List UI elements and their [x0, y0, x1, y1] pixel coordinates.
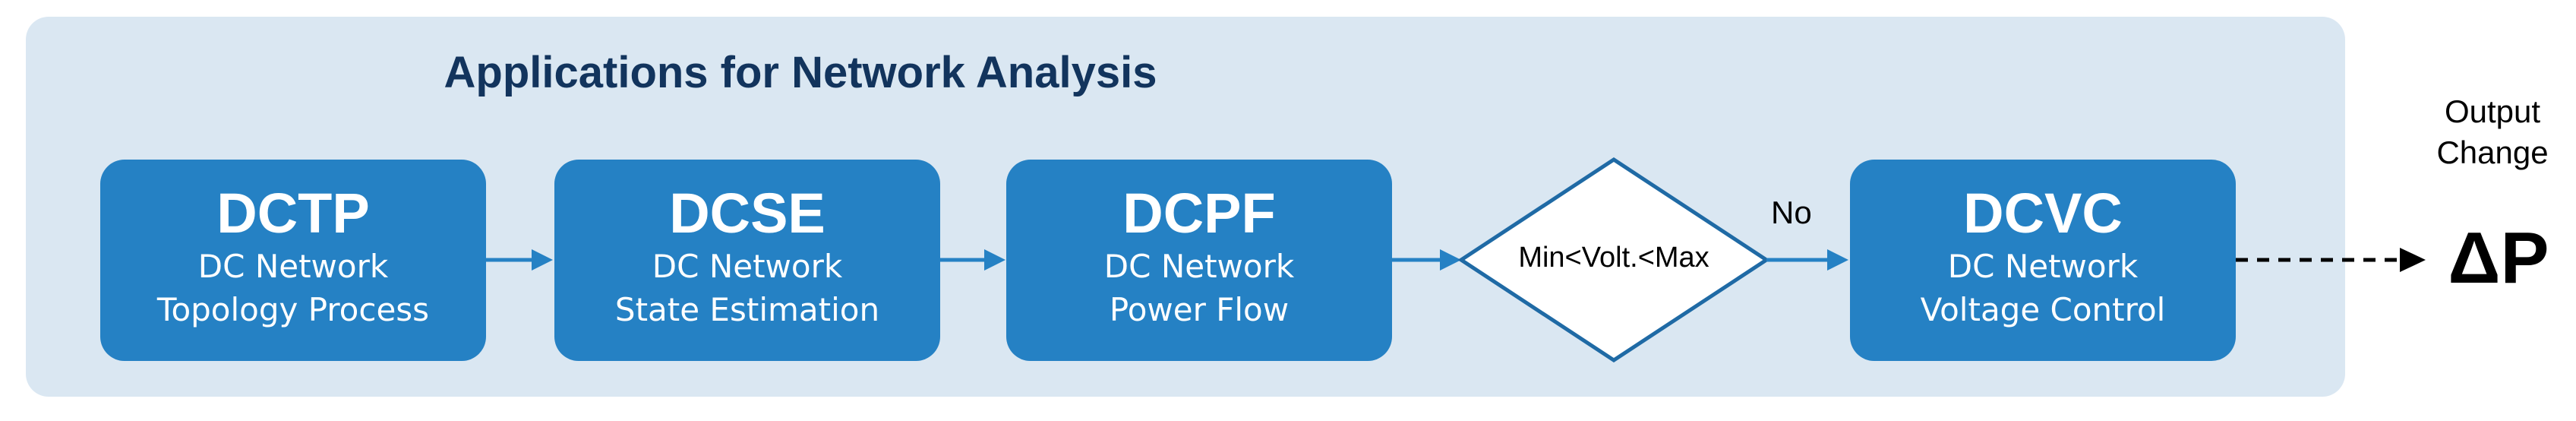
- dcvc-abbr: DCVC: [1963, 182, 2123, 245]
- dcpf-abbr: DCPF: [1122, 182, 1276, 245]
- output-change-label: Output Change: [2417, 91, 2568, 173]
- branch-label-no: No: [1771, 195, 1812, 230]
- dcvc-box: DCVC DC Network Voltage Control: [1850, 160, 2236, 361]
- dctp-abbr: DCTP: [216, 182, 370, 245]
- panel-title: Applications for Network Analysis: [444, 48, 1157, 97]
- arrow-decision-to-dcvc: [1766, 249, 1848, 271]
- decision-condition: Min<Volt.<Max: [1518, 242, 1709, 274]
- dctp-desc-line1: DC Network: [197, 248, 389, 285]
- dcvc-desc-line2: Voltage Control: [1920, 291, 2166, 328]
- dctp-desc-line2: Topology Process: [156, 291, 430, 328]
- dcse-abbr: DCSE: [669, 182, 826, 245]
- decision-diamond: [1457, 157, 1770, 362]
- dcse-box: DCSE DC Network State Estimation: [554, 160, 940, 361]
- arrow-dctp-to-dcse: [486, 249, 553, 271]
- dcse-desc-line2: State Estimation: [614, 291, 880, 328]
- dcpf-desc-line1: DC Network: [1103, 248, 1295, 285]
- output-label-line2: Change: [2436, 135, 2549, 170]
- dctp-box: DCTP DC Network Topology Process: [100, 160, 486, 361]
- arrow-dcpf-to-decision: [1392, 249, 1461, 271]
- output-label-line1: Output: [2444, 93, 2541, 129]
- delta-p-symbol: ΔP: [2448, 217, 2549, 299]
- dcvc-desc-line1: DC Network: [1947, 248, 2139, 285]
- dcpf-desc-line2: Power Flow: [1109, 291, 1290, 328]
- dashed-output-arrow: [2236, 248, 2426, 272]
- arrow-dcse-to-dcpf: [940, 249, 1005, 271]
- dcse-desc-line1: DC Network: [652, 248, 843, 285]
- dcpf-box: DCPF DC Network Power Flow: [1006, 160, 1392, 361]
